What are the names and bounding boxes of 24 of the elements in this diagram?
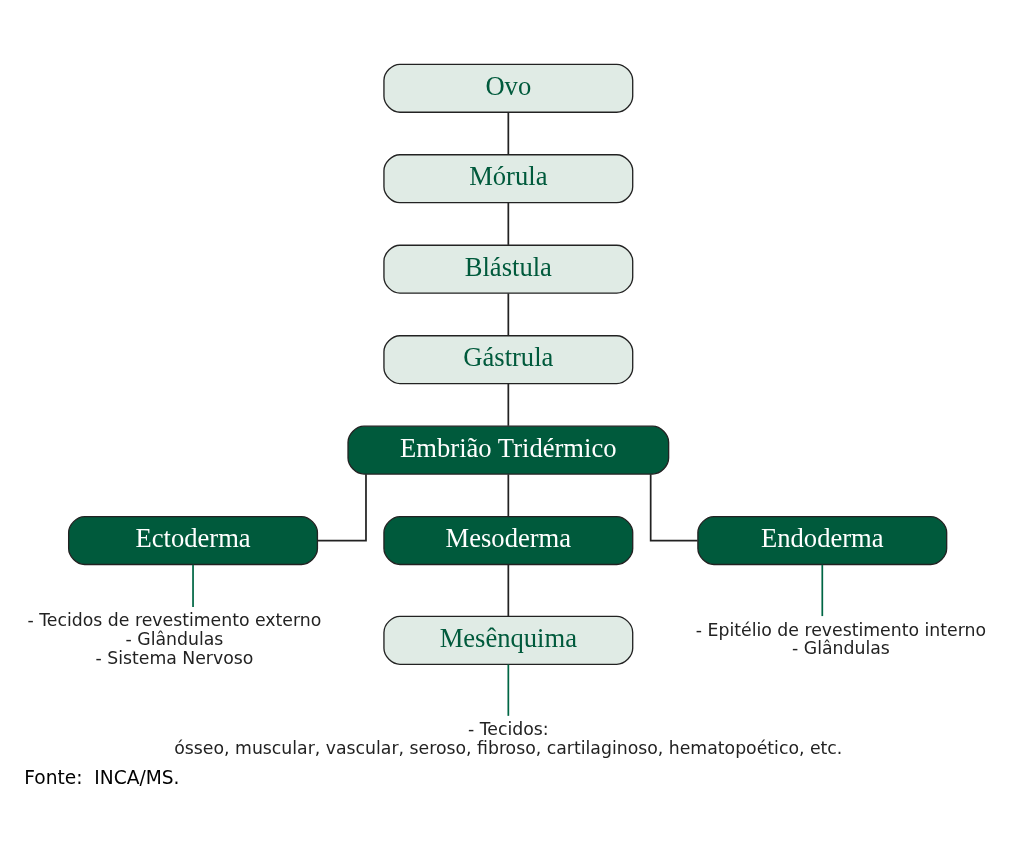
connector <box>316 473 367 541</box>
connector <box>507 292 510 336</box>
connector <box>649 473 699 541</box>
connector <box>507 663 510 717</box>
node-text: - Tecidos de revestimento externo - Glândulas - Sistema Nervoso <box>27 609 322 668</box>
connector <box>507 563 510 617</box>
node-box: Blástula <box>383 244 634 294</box>
node-text: - Tecidos: ósseo, muscular, vascular, seroso, fibroso, cartilaginoso, hematopoético, etc. <box>174 718 843 758</box>
node-box: Gástrula <box>383 334 634 384</box>
connector <box>507 473 510 517</box>
node-box: Ectoderma <box>68 515 319 565</box>
node-box: Mesênquima <box>383 615 634 665</box>
node-box: Mesoderma <box>383 515 634 565</box>
node-box: Endoderma <box>697 515 948 565</box>
connector <box>507 111 510 155</box>
connector <box>821 563 824 617</box>
node-box: Mórula <box>383 153 634 203</box>
connector <box>507 382 510 427</box>
connector <box>507 201 510 246</box>
node-text: - Epitélio de revestimento interno - Glândulas <box>695 619 986 658</box>
node-box: Embrião Tridérmico <box>347 425 670 475</box>
caption: Fonte: INCA/MS. <box>24 766 180 788</box>
connector <box>192 563 194 608</box>
node-box: Ovo <box>383 63 634 113</box>
